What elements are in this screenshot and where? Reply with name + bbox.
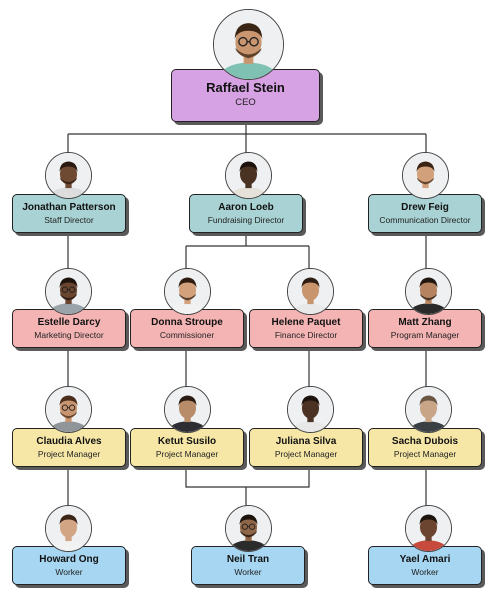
person-role: Marketing Director xyxy=(34,330,104,340)
person-card-drew-feig[interactable]: Drew Feig Communication Director xyxy=(368,194,482,233)
person-role: Finance Director xyxy=(274,330,338,340)
person-role: Project Manager xyxy=(155,449,219,459)
person-card-neil-tran[interactable]: Neil Tran Worker xyxy=(191,546,305,585)
person-role: Worker xyxy=(55,567,83,577)
person-name: Helene Paquet xyxy=(271,317,341,328)
person-role: Fundraising Director xyxy=(207,215,285,225)
avatar-matt-zhang xyxy=(405,268,452,315)
person-role: Project Manager xyxy=(37,449,101,459)
person-role: Project Manager xyxy=(393,449,457,459)
person-role: Worker xyxy=(234,567,262,577)
avatar-juliana-silva xyxy=(287,386,334,433)
person-card-jonathan-patterson[interactable]: Jonathan Patterson Staff Director xyxy=(12,194,126,233)
person-name: Howard Ong xyxy=(39,554,99,565)
avatar-drew-feig xyxy=(402,152,449,199)
avatar-sacha-dubois xyxy=(405,386,452,433)
avatar-aaron-loeb xyxy=(225,152,272,199)
person-name: Drew Feig xyxy=(401,202,449,213)
person-role: Worker xyxy=(411,567,439,577)
person-card-aaron-loeb[interactable]: Aaron Loeb Fundraising Director xyxy=(189,194,303,233)
avatar-donna-stroupe xyxy=(164,268,211,315)
person-card-helene-paquet[interactable]: Helene Paquet Finance Director xyxy=(249,309,363,348)
avatar-claudia-alves xyxy=(45,386,92,433)
person-name: Raffael Stein xyxy=(206,80,285,95)
person-role: CEO xyxy=(235,97,256,108)
avatar-helene-paquet xyxy=(287,268,334,315)
person-role: Project Manager xyxy=(274,449,338,459)
person-name: Jonathan Patterson xyxy=(22,202,116,213)
person-name: Neil Tran xyxy=(226,554,270,565)
person-role: Staff Director xyxy=(44,215,94,225)
avatar-yael-amari xyxy=(405,505,452,552)
avatar-howard-ong xyxy=(45,505,92,552)
person-role: Commissioner xyxy=(159,330,215,340)
person-name: Sacha Dubois xyxy=(391,436,459,447)
avatar-jonathan-patterson xyxy=(45,152,92,199)
person-name: Estelle Darcy xyxy=(37,317,101,328)
person-name: Yael Amari xyxy=(399,554,451,565)
person-card-estelle-darcy[interactable]: Estelle Darcy Marketing Director xyxy=(12,309,126,348)
person-card-yael-amari[interactable]: Yael Amari Worker xyxy=(368,546,482,585)
person-role: Communication Director xyxy=(379,215,471,225)
avatar-estelle-darcy xyxy=(45,268,92,315)
person-card-donna-stroupe[interactable]: Donna Stroupe Commissioner xyxy=(130,309,244,348)
person-name: Ketut Susilo xyxy=(157,436,217,447)
person-role: Program Manager xyxy=(390,330,460,340)
person-card-ketut-susilo[interactable]: Ketut Susilo Project Manager xyxy=(130,428,244,467)
person-card-claudia-alves[interactable]: Claudia Alves Project Manager xyxy=(12,428,126,467)
person-name: Aaron Loeb xyxy=(218,202,274,213)
person-name: Matt Zhang xyxy=(398,317,452,328)
avatar-ketut-susilo xyxy=(164,386,211,433)
person-card-juliana-silva[interactable]: Juliana Silva Project Manager xyxy=(249,428,363,467)
person-card-sacha-dubois[interactable]: Sacha Dubois Project Manager xyxy=(368,428,482,467)
avatar-raffael-stein xyxy=(213,9,284,80)
person-name: Donna Stroupe xyxy=(151,317,223,328)
person-name: Claudia Alves xyxy=(36,436,102,447)
person-name: Juliana Silva xyxy=(275,436,337,447)
avatar-neil-tran xyxy=(225,505,272,552)
